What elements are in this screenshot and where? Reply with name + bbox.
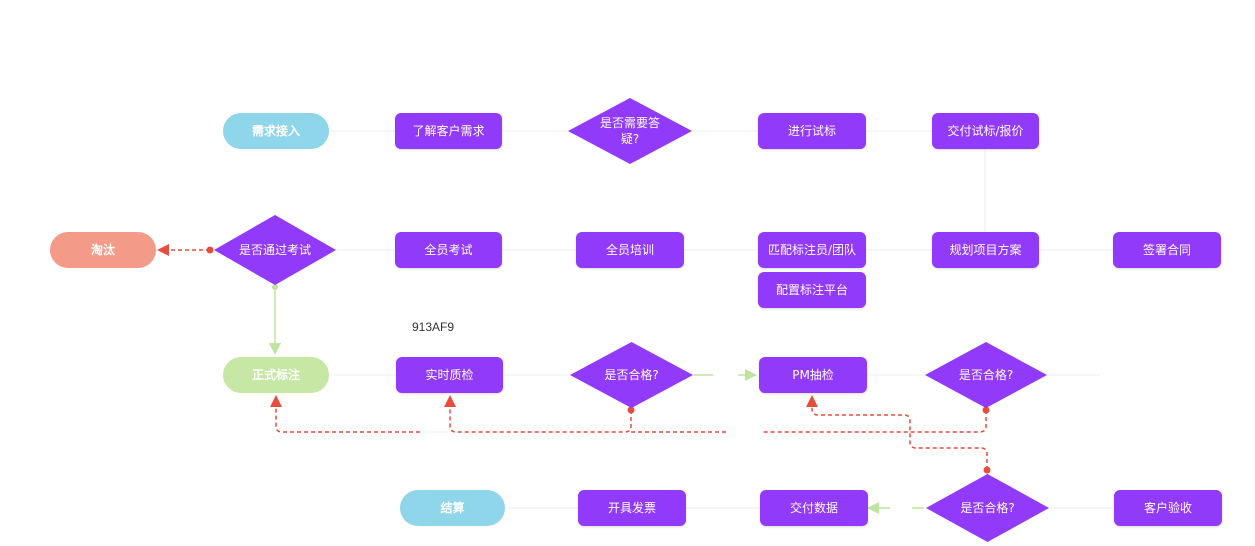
floating-color-label: 913AF9 xyxy=(412,320,455,334)
node-sign-contract[interactable]: 签署合同 xyxy=(1113,232,1221,268)
node-reject[interactable]: 淘汰 xyxy=(50,232,156,268)
decision-label: 是否合格? xyxy=(604,368,659,382)
edge-qualified1-fail-return xyxy=(270,395,728,433)
decision-label: 是否合格? xyxy=(960,501,1015,515)
edge-qualified2-fail-return xyxy=(762,410,987,433)
node-trial-labeling[interactable]: 进行试标 xyxy=(758,113,866,149)
node-match-labelers[interactable]: 匹配标注员/团队 xyxy=(758,232,866,268)
node-pm-check[interactable]: PM抽检 xyxy=(759,357,867,393)
node-understand-needs[interactable]: 了解客户需求 xyxy=(395,113,502,149)
edge-qualified3-fail-return xyxy=(806,395,988,470)
decision-label: 是否需要答疑? xyxy=(599,116,660,146)
node-formal-labeling[interactable]: 正式标注 xyxy=(223,357,329,393)
decision-label: 是否合格? xyxy=(958,368,1014,382)
node-customer-acceptance[interactable]: 客户验收 xyxy=(1114,490,1222,526)
node-settlement[interactable]: 结算 xyxy=(400,490,505,526)
node-realtime-qc[interactable]: 实时质检 xyxy=(396,357,503,393)
edge-exam-fail-to-reject xyxy=(157,244,214,256)
node-invoice[interactable]: 开具发票 xyxy=(578,490,686,526)
node-plan-project[interactable]: 规划项目方案 xyxy=(932,232,1039,268)
decision-label: 是否通过考试 xyxy=(238,243,311,257)
gray-connectors xyxy=(330,130,1113,509)
node-deliver-data[interactable]: 交付数据 xyxy=(760,490,868,526)
edge-exam-pass-to-formal xyxy=(269,284,281,355)
node-config-platform[interactable]: 配置标注平台 xyxy=(758,272,866,308)
node-all-exam[interactable]: 全员考试 xyxy=(395,232,502,268)
node-demand-intake[interactable]: 需求接入 xyxy=(223,113,329,149)
node-all-training[interactable]: 全员培训 xyxy=(576,232,684,268)
node-deliver-trial-quote[interactable]: 交付试标/报价 xyxy=(932,113,1039,149)
